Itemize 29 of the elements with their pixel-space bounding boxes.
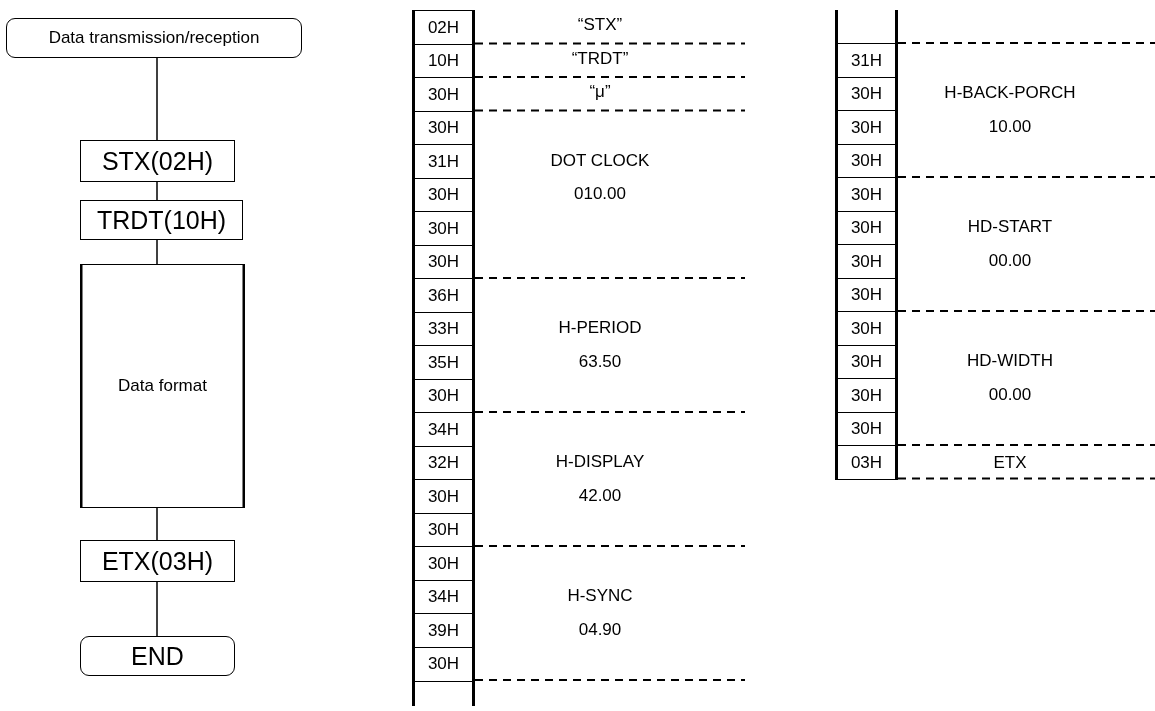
process-box: TRDT(10H) — [80, 200, 243, 240]
table-cell: 39H — [412, 613, 475, 648]
terminal-box: END — [80, 636, 235, 676]
connector-line — [156, 57, 158, 141]
table-cell: 30H — [835, 244, 898, 279]
table-cell: 31H — [835, 43, 898, 78]
connector-line — [156, 181, 158, 201]
connector-line — [156, 507, 158, 541]
process-box: STX(02H) — [80, 140, 235, 182]
table-cell: 31H — [412, 144, 475, 179]
table-cell: 30H — [412, 546, 475, 581]
table-cell: 30H — [412, 211, 475, 246]
table-cell: 30H — [412, 77, 475, 112]
table-cell: 30H — [412, 479, 475, 514]
table-cell: 30H — [835, 177, 898, 212]
table-cell: 30H — [412, 646, 475, 682]
process-box: ETX(03H) — [80, 540, 235, 582]
connector-line — [156, 239, 158, 265]
table-cell: 02H — [412, 10, 475, 45]
table-cell: 30H — [835, 311, 898, 346]
table-cell: 30H — [835, 378, 898, 413]
table-cell: 36H — [412, 278, 475, 313]
connector-line — [156, 581, 158, 637]
table-cell: 03H — [835, 445, 898, 480]
table-cell: 35H — [412, 345, 475, 380]
table-cell: 30H — [835, 110, 898, 145]
terminal-box: Data transmission/reception — [6, 18, 302, 58]
predefined-process-box: Data format — [80, 264, 245, 508]
table-cell: 34H — [412, 412, 475, 447]
